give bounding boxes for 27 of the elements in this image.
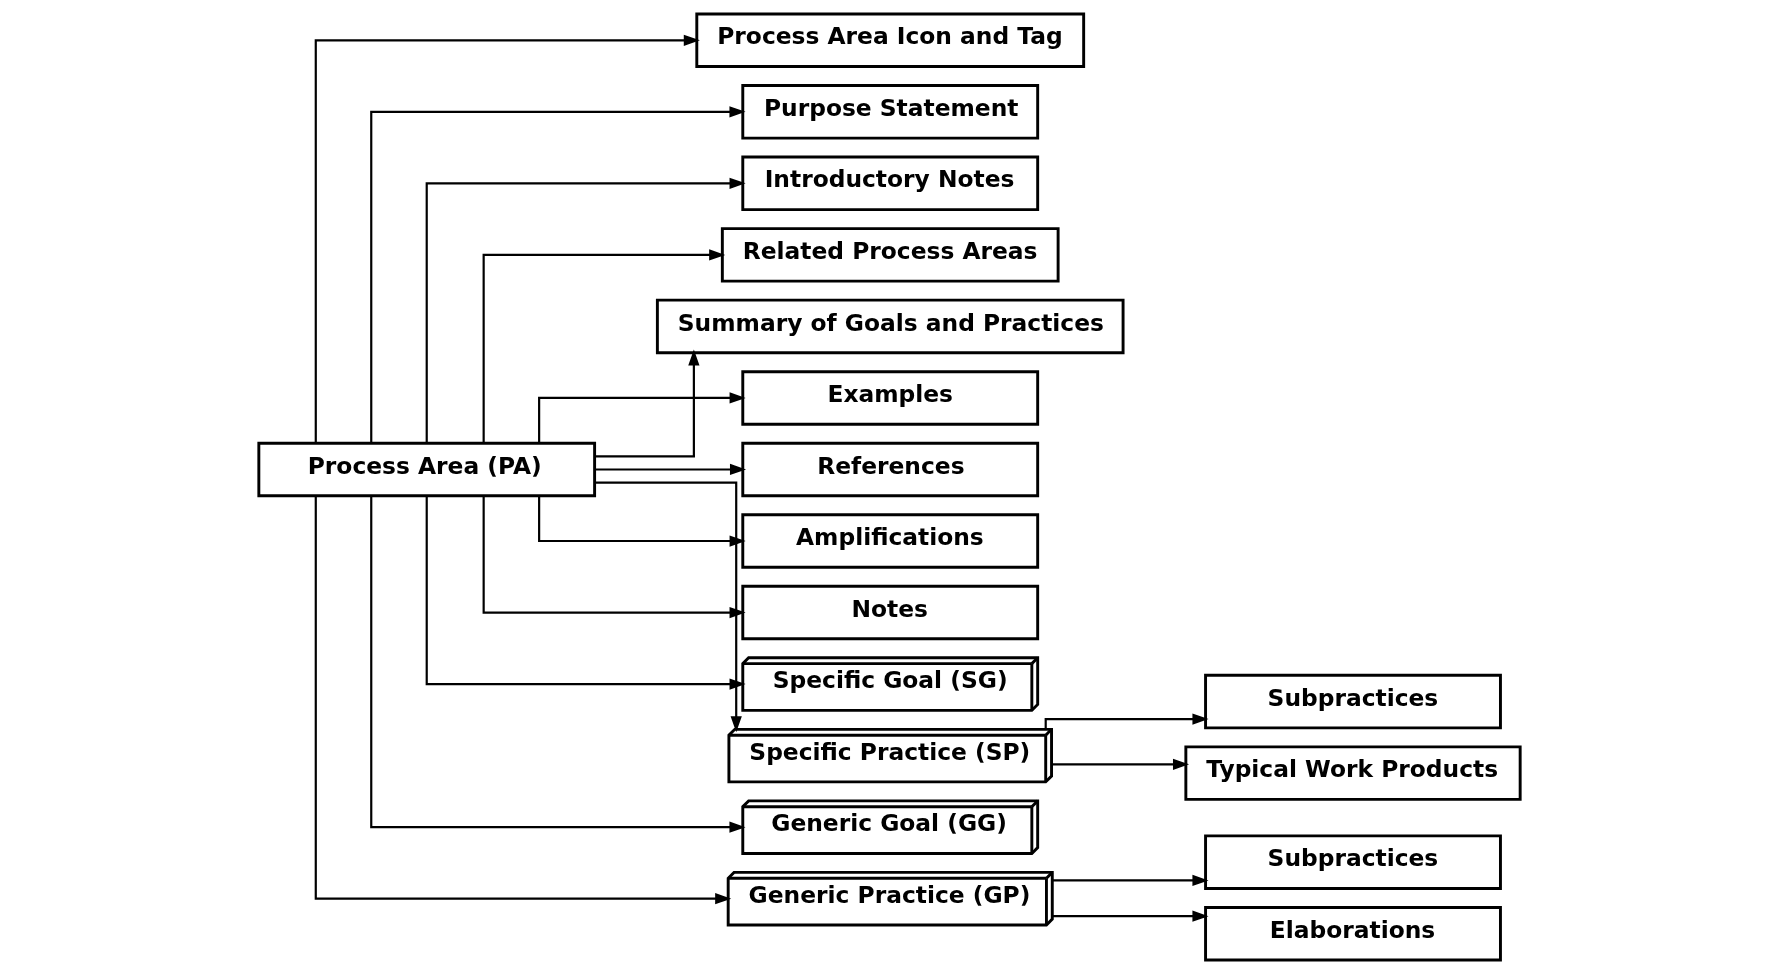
arrow: [1052, 874, 1209, 887]
node-box: Subpractices: [1204, 834, 1502, 890]
arrow: [595, 481, 742, 733]
node-box: Subpractices: [1204, 673, 1502, 730]
node-box: Examples: [741, 370, 1040, 426]
node-box: Elaborations: [1204, 906, 1502, 962]
arrow: [314, 34, 700, 443]
node-box: Notes: [741, 584, 1040, 641]
node-box: Related Process Areas: [720, 227, 1060, 283]
node-box: Typical Work Products: [1184, 745, 1522, 801]
node-box: Process Area (PA): [257, 441, 597, 498]
node-box: References: [741, 441, 1040, 498]
arrow: [1052, 910, 1209, 922]
arrow: [370, 106, 746, 444]
arrow: [594, 463, 747, 476]
arrow: [425, 177, 746, 444]
arrow: [314, 496, 732, 905]
node-box: Purpose Statement: [741, 84, 1040, 140]
node-box: Summary of Goals and Practices: [655, 298, 1125, 355]
node-box: Amplifications: [741, 513, 1040, 569]
node-box: Process Area Icon and Tag: [695, 12, 1086, 68]
arrow: [594, 349, 700, 458]
node-box: Introductory Notes: [741, 155, 1040, 212]
arrow: [538, 392, 746, 443]
arrow: [1052, 758, 1190, 770]
arrow: [1044, 713, 1209, 730]
arrow: [482, 249, 726, 444]
